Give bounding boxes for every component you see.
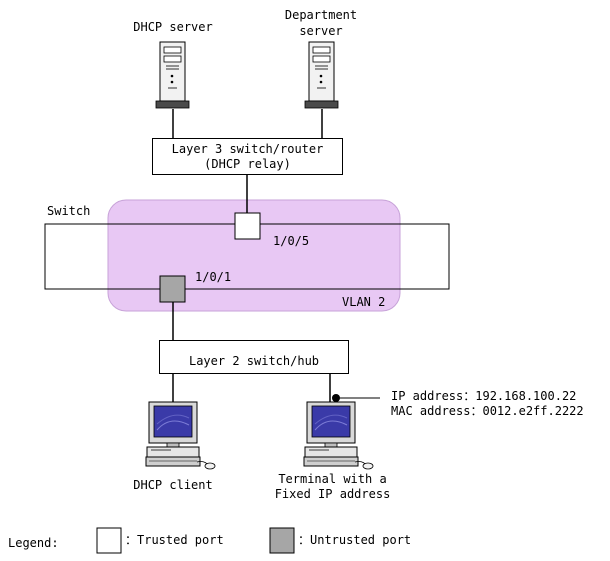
department-server-icon <box>304 41 339 109</box>
connection-lines <box>172 109 380 402</box>
mac-address-text: MAC address：0012.e2ff.2222 <box>391 404 584 418</box>
trusted-port-1-0-5 <box>234 212 261 240</box>
department-server-label-line1: Department <box>284 8 358 22</box>
legend-trusted-swatch <box>96 527 122 554</box>
legend-trusted-text: ：Trusted port <box>125 533 224 547</box>
layer2-hub-box: Layer 2 switch/hub <box>159 340 349 374</box>
fixed-ip-terminal-pc-icon <box>303 401 374 470</box>
dhcp-client-label: DHCP client <box>133 478 213 492</box>
vlan-label: VLAN 2 <box>342 295 386 309</box>
dhcp-server-icon <box>155 41 190 109</box>
switch-label: Switch <box>47 204 91 218</box>
ip-address-text: IP address：192.168.100.22 <box>391 389 577 403</box>
hub-label: Layer 2 switch/hub <box>188 354 320 368</box>
department-server-label-line2: server <box>299 24 343 38</box>
dhcp-server-label: DHCP server <box>133 20 213 34</box>
terminal-caption-line2: Fixed IP address <box>274 487 391 501</box>
router-label-line2: (DHCP relay) <box>204 157 291 171</box>
untrusted-port-1-0-1 <box>159 275 186 303</box>
layer3-router-box: Layer 3 switch/router (DHCP relay) <box>152 138 343 175</box>
untrusted-port-label: 1/0/1 <box>195 270 232 284</box>
trusted-port-label: 1/0/5 <box>273 234 310 248</box>
terminal-caption-line1: Terminal with a <box>278 472 387 486</box>
legend-untrusted-swatch <box>269 527 295 554</box>
router-label-line1: Layer 3 switch/router <box>171 142 324 156</box>
legend-untrusted-text: ：Untrusted port <box>298 533 412 547</box>
legend-title: Legend: <box>8 536 59 550</box>
dhcp-client-pc-icon <box>145 401 216 470</box>
ip-pointer-dot <box>332 394 340 402</box>
